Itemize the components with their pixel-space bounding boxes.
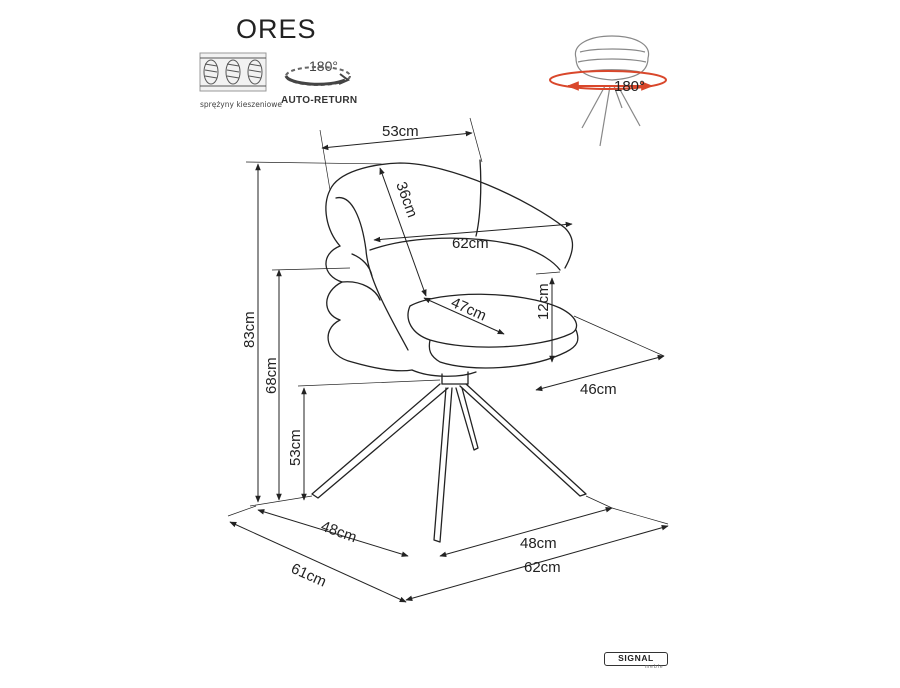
- swivel-thumbnail: [574, 35, 650, 147]
- dim-48cm-left: 48cm: [319, 518, 359, 547]
- dim-68cm: 68cm: [263, 357, 280, 394]
- pocket-spring-icon: [199, 52, 267, 92]
- dimension-lines: [227, 117, 669, 603]
- dim-48cm-right: 48cm: [520, 535, 557, 552]
- thumb-rotation-label: 180°: [614, 78, 645, 95]
- dim-46cm: 46cm: [580, 381, 617, 398]
- dim-53cm-top: 53cm: [382, 123, 419, 140]
- brand-sub: meble: [645, 664, 664, 670]
- product-title: ORES: [236, 14, 317, 44]
- rotation-label: 180°: [309, 58, 338, 74]
- auto-return-label: AUTO-RETURN: [281, 95, 358, 106]
- dim-62cm-arm: 62cm: [452, 235, 489, 252]
- dim-47cm: 47cm: [448, 294, 488, 324]
- dim-53cm-seat: 53cm: [287, 429, 304, 466]
- chair-drawing: [311, 159, 587, 543]
- rotation-icon: [284, 66, 351, 86]
- spring-label: sprężyny kieszeniowe: [200, 100, 282, 109]
- thumbnail-rotation-arrow: [549, 70, 667, 91]
- brand-logo: SIGNAL: [604, 652, 668, 666]
- dim-83cm: 83cm: [241, 311, 258, 348]
- dim-12cm: 12cm: [535, 283, 552, 320]
- dim-62cm-total: 62cm: [524, 559, 561, 576]
